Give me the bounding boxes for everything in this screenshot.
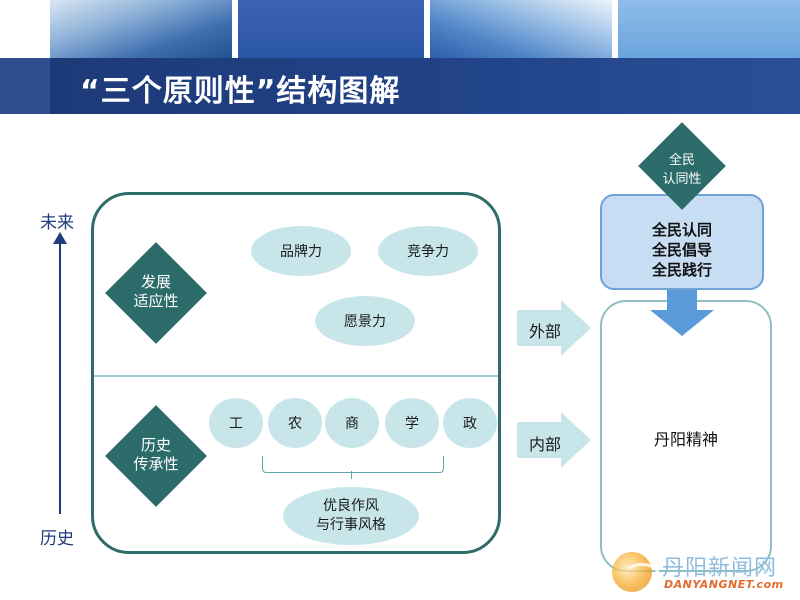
ellipse-fine-style: 优良作风 与行事风格	[283, 487, 419, 545]
ellipse-brand: 品牌力	[251, 226, 351, 276]
circle-government: 政	[443, 398, 497, 448]
circle-commerce: 商	[325, 398, 379, 448]
header-photo-blue	[238, 0, 424, 58]
watermark-swoosh-icon	[624, 563, 660, 587]
heritage-diamond-label: 历史 传承性	[133, 436, 179, 473]
circle-industry: 工	[209, 398, 263, 448]
inner-arrow-label: 内部	[529, 435, 562, 454]
header-photo-buildings	[430, 0, 612, 58]
header-photo-keyboard	[50, 0, 232, 58]
nationwide-box-text: 全民认同 全民倡导 全民践行	[651, 221, 712, 279]
page-title: “三个原则性”结构图解	[80, 74, 401, 109]
section-divider	[94, 375, 498, 377]
development-diamond-label: 发展 适应性	[133, 273, 179, 310]
circle-academia: 学	[385, 398, 439, 448]
header-photo-sky	[618, 0, 800, 58]
nationwide-box	[600, 194, 764, 290]
outer-arrow-label: 外部	[529, 322, 562, 341]
ellipse-vision: 愿景力	[315, 296, 415, 346]
spirit-frame	[600, 300, 772, 572]
circle-agriculture: 农	[268, 398, 322, 448]
grouping-bracket	[262, 456, 444, 473]
title-bar	[50, 58, 800, 114]
header-left-block	[0, 58, 50, 114]
recognition-diamond-label: 全民 认同性	[662, 153, 702, 187]
watermark-domain: DANYANGNET.com	[664, 578, 784, 591]
ellipse-competitiveness: 竞争力	[378, 226, 478, 276]
axis-arrow-head-icon	[53, 232, 67, 244]
axis-bottom-label: 历史	[40, 529, 74, 549]
watermark-site-name: 丹阳新闻网	[662, 556, 778, 581]
axis-line	[59, 242, 61, 514]
grouping-bracket-tick	[351, 471, 352, 479]
axis-top-label: 未来	[40, 213, 74, 233]
danyang-spirit-label: 丹阳精神	[653, 430, 718, 449]
